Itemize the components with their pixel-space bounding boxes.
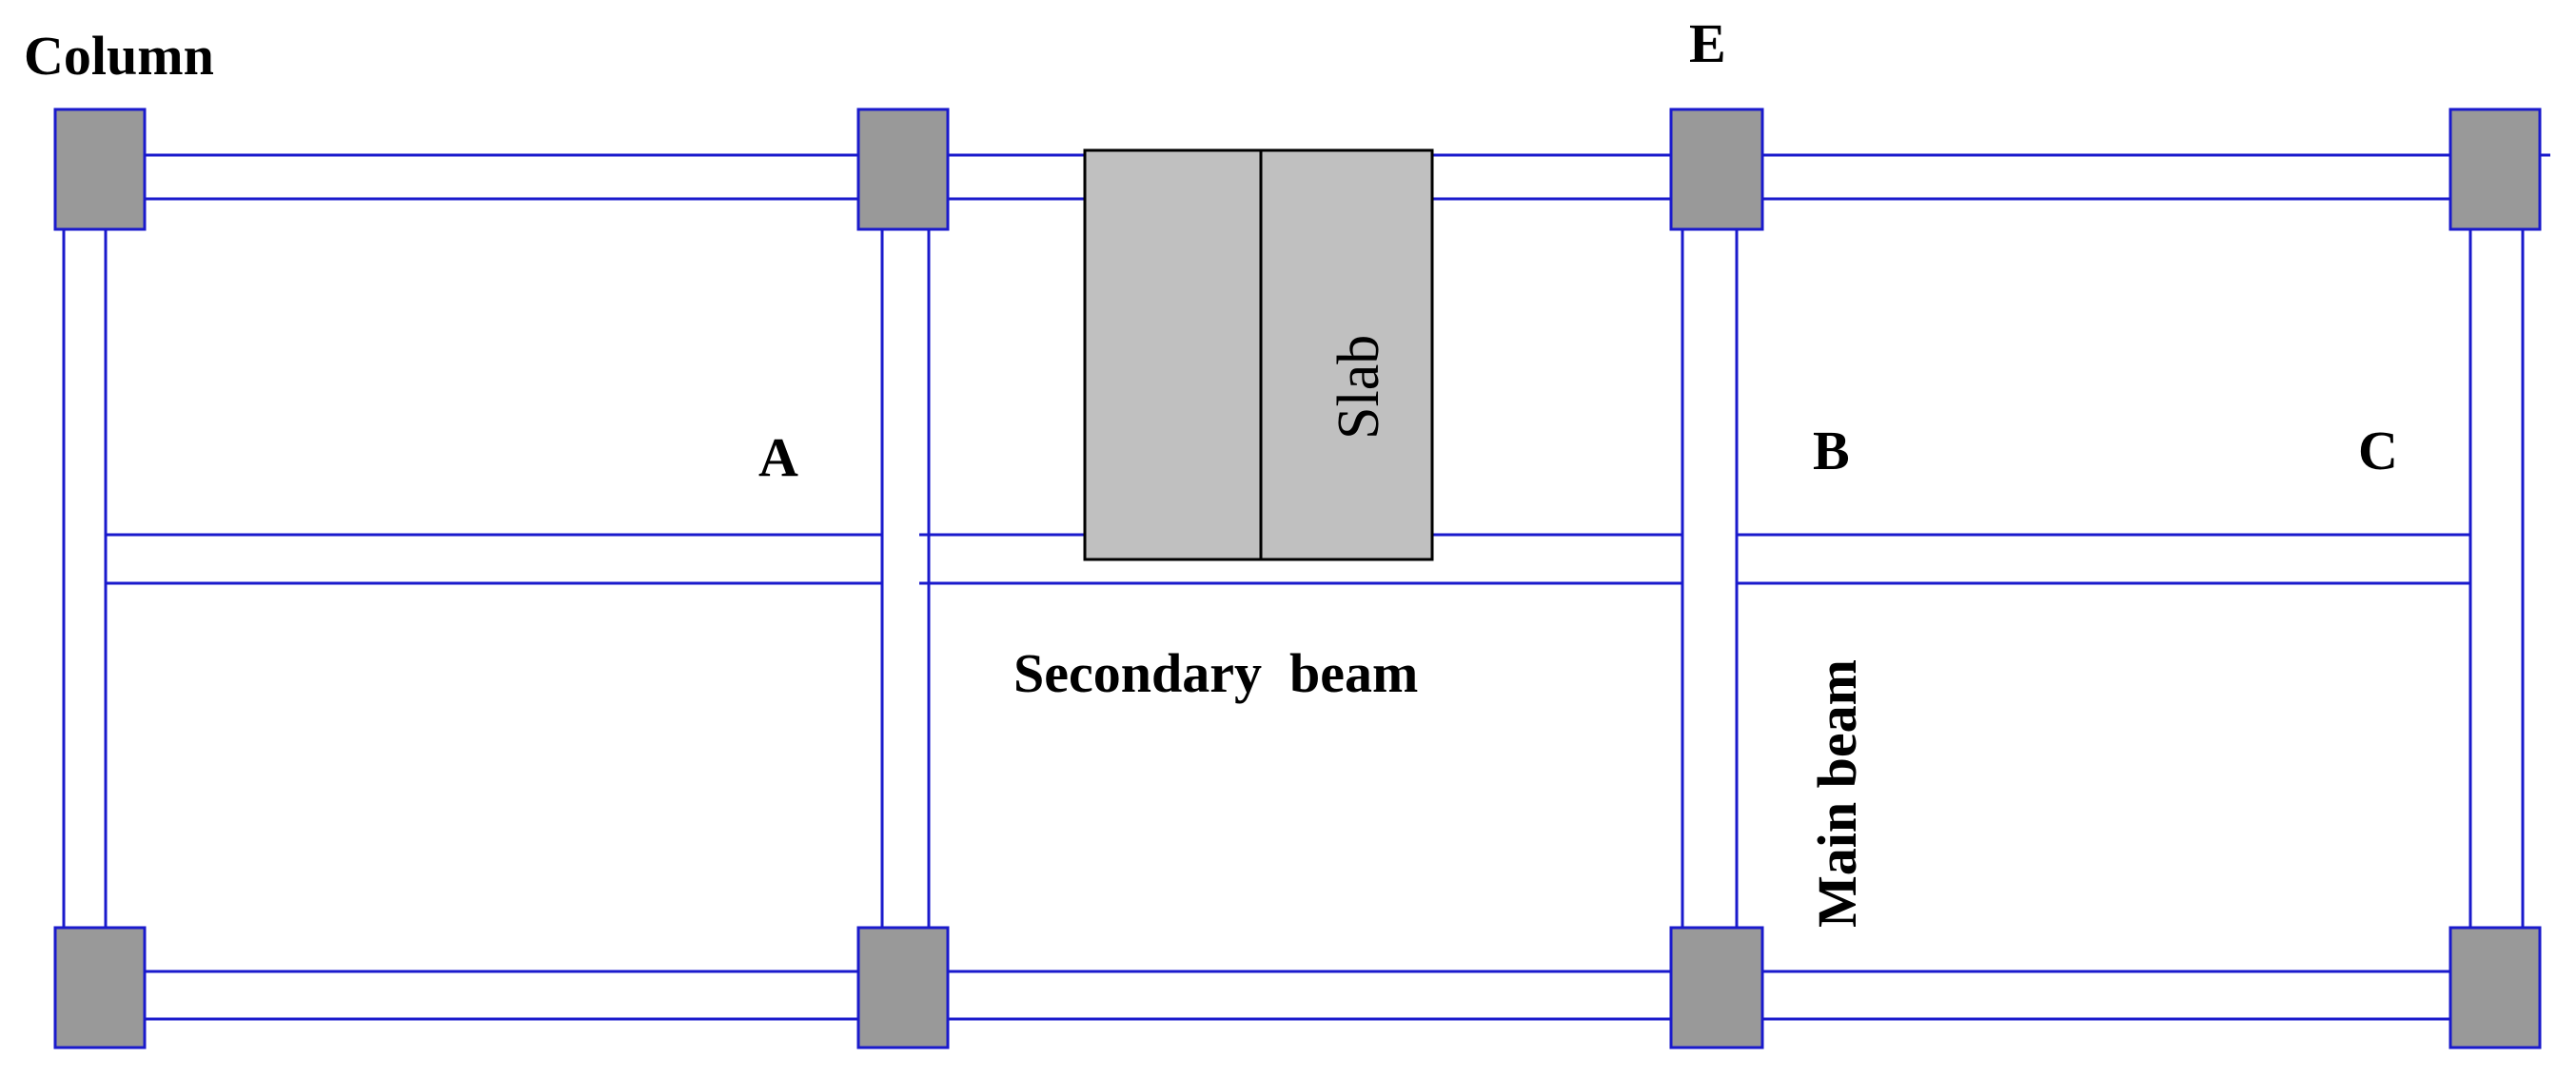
main-beam-left-edge <box>62 228 108 928</box>
slab-panel-right <box>1259 148 1434 561</box>
point-e-label: E <box>1689 12 1726 74</box>
point-b-label: B <box>1813 420 1850 481</box>
secondary-beam-label: Secondary beam <box>1013 642 1418 704</box>
column <box>2448 108 2542 231</box>
column <box>53 926 147 1049</box>
column <box>1669 926 1764 1049</box>
columns <box>53 108 2542 1049</box>
column <box>1669 108 1764 231</box>
column <box>856 108 950 231</box>
point-c-label: C <box>2358 420 2398 481</box>
column-label: Column <box>24 25 214 87</box>
slab <box>1083 148 1434 561</box>
main-beam-label: Main beam <box>1806 659 1868 928</box>
main-beam-3 <box>1681 228 1739 928</box>
point-a-label: A <box>758 426 798 488</box>
column <box>2448 926 2542 1049</box>
column <box>53 108 147 231</box>
bottom-beam <box>143 970 2455 1021</box>
main-beam-right-edge <box>2468 228 2525 928</box>
slab-label: Slab <box>1327 335 1391 440</box>
slab-panel-left <box>1083 148 1263 561</box>
main-beam-2 <box>880 228 931 928</box>
column <box>856 926 950 1049</box>
